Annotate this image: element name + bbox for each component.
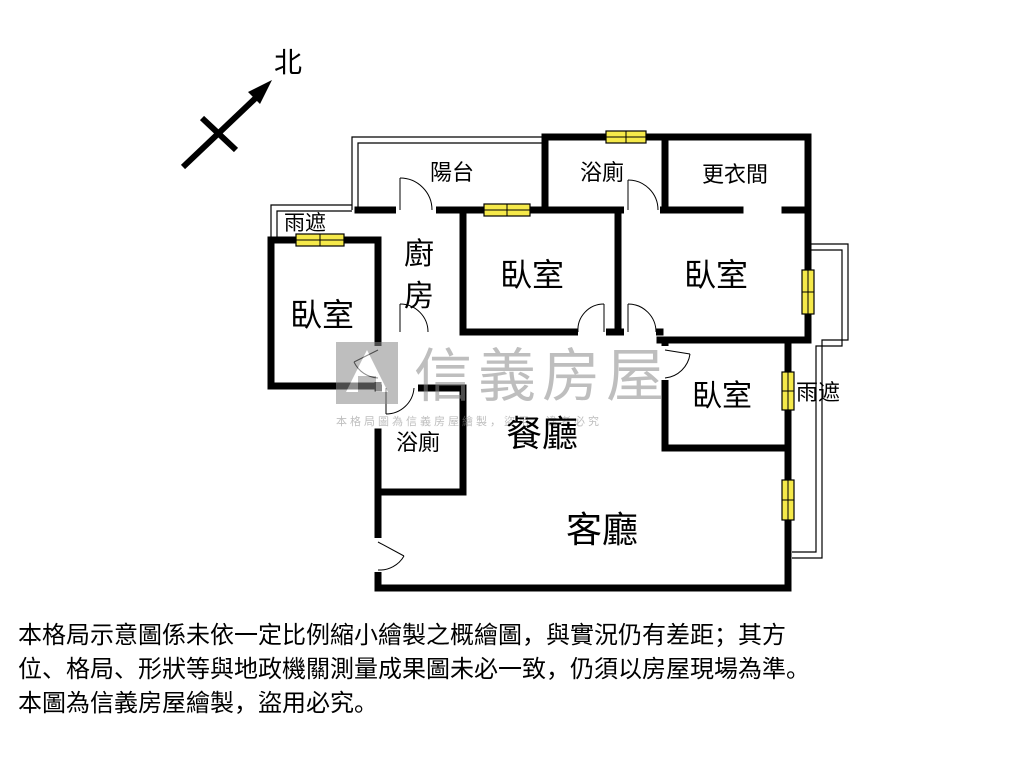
room-label-awning-right: 雨遮 <box>796 381 840 406</box>
room-label-dining: 餐廳 <box>506 414 578 455</box>
door-top-bath <box>624 179 660 214</box>
window-bedroom-lower-right <box>781 371 795 411</box>
door-bedroom-center <box>577 303 606 336</box>
north-arrow-icon <box>180 80 272 170</box>
compass-north-label: 北 <box>274 46 302 79</box>
room-label-bath-top: 浴廁 <box>580 161 624 186</box>
watermark-logo-icon <box>336 342 398 404</box>
room-label-living: 客廳 <box>566 510 638 551</box>
room-label-bedroom-left: 臥室 <box>290 296 354 334</box>
door-kitchen <box>396 303 432 336</box>
awning-right-outline <box>792 243 849 559</box>
window-top-bath <box>605 130 647 144</box>
disclaimer-line-1: 本格局示意圖係未依一定比例縮小繪製之概繪圖，與實況仍有差距；其方 <box>18 621 786 649</box>
room-label-bedroom-lower-right: 臥室 <box>692 379 752 414</box>
room-label-walk-in-closet: 更衣間 <box>702 163 768 188</box>
door-bedroom-right <box>624 303 657 336</box>
watermark-caption: 本格局圖為信義房屋繪製，盜用，違者必究 <box>336 414 602 428</box>
balcony-outline <box>351 136 545 210</box>
room-label-kitchen-2: 房 <box>404 279 434 314</box>
room-label-awning-left: 雨遮 <box>284 211 326 235</box>
disclaimer-text: 本格局示意圖係未依一定比例縮小繪製之概繪圖，與實況仍有差距；其方 位、格局、形狀… <box>18 618 1018 720</box>
disclaimer-line-2: 位、格局、形狀等與地政機關測量成果圖未必一致，仍須以房屋現場為準。 <box>18 655 810 683</box>
window-living <box>781 479 795 521</box>
door-bedroom-lower-right <box>661 346 691 380</box>
window-bedroom-left <box>295 233 345 247</box>
window-bedroom-right <box>801 269 815 315</box>
room-label-kitchen-1: 廚 <box>404 237 434 272</box>
room-label-balcony: 陽台 <box>430 161 474 186</box>
door-entrance <box>374 538 405 572</box>
room-label-bedroom-center: 臥室 <box>500 256 564 294</box>
awning-left-outline <box>270 204 352 240</box>
window-bedroom-center <box>483 203 531 217</box>
disclaimer-line-3: 本圖為信義房屋繪製，盜用必究。 <box>18 689 378 717</box>
door-balcony <box>396 177 436 214</box>
room-label-bedroom-right: 臥室 <box>684 256 748 294</box>
room-label-bath-bottom: 浴廁 <box>396 431 440 456</box>
watermark-brand: 信義房屋 <box>414 342 670 410</box>
floor-plan: 北 <box>180 46 849 592</box>
